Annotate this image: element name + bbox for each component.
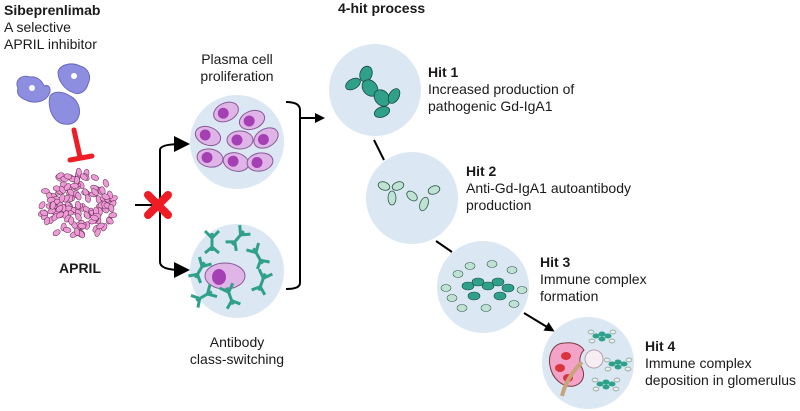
antibody-icon — [219, 282, 241, 310]
antibody-icon — [190, 284, 218, 308]
hit-3-line1: Immune complex — [540, 271, 647, 287]
drug-name: Sibeprenlimab — [4, 2, 101, 18]
hit-2-line2: production — [466, 197, 532, 213]
class-switching-circle — [188, 224, 284, 318]
hit-2-line1: Anti-Gd-IgA1 autoantibody — [466, 180, 631, 196]
hit-3-line2: formation — [540, 288, 599, 304]
plasma-cell-icon — [253, 127, 279, 149]
drug-description-line1: A selective — [4, 19, 71, 35]
plasma-cell-icon — [213, 101, 239, 123]
immune-complex-icon — [440, 260, 528, 312]
april-protein-icon — [37, 167, 118, 239]
inhibition-icon — [67, 127, 95, 163]
antibody-icon — [251, 268, 273, 296]
drug-description-line2: APRIL inhibitor — [4, 36, 97, 52]
autoantibody-icon — [377, 181, 441, 212]
hit-4-line1: Immune complex — [645, 355, 752, 371]
plasma-cell-label-line1: Plasma cell — [201, 51, 273, 67]
hit-4-line2: deposition in glomerulus — [645, 372, 796, 388]
plasma-cell-icon — [226, 130, 254, 150]
class-switching-label-line2: class-switching — [189, 351, 285, 367]
hit-1-line2: pathogenic Gd-IgA1 — [428, 98, 553, 114]
hit-1-title: Hit 1 — [428, 64, 459, 80]
sibeprenlimab-antibody-icon — [16, 63, 91, 125]
merge-bracket — [285, 101, 325, 290]
gd-iga1-icon — [345, 65, 401, 118]
antibody-icon — [203, 229, 221, 255]
process-title: 4-hit process — [338, 0, 426, 16]
hit-2-title: Hit 2 — [466, 163, 497, 179]
kidney-glomerulus-icon — [549, 329, 633, 397]
antibody-icon — [225, 224, 251, 252]
plasma-cell-icon — [238, 109, 266, 131]
hit-3-title: Hit 3 — [540, 254, 571, 270]
connector-3-4 — [523, 312, 555, 332]
connector-2-3 — [435, 240, 453, 253]
plasma-cell-icon — [246, 152, 274, 172]
blocked-x-icon — [144, 191, 172, 219]
class-switching-label-line1: Antibody — [209, 334, 265, 350]
antibody-icon — [188, 256, 212, 284]
plasma-cell-icon — [194, 125, 222, 147]
plasma-cell-label-line2: proliferation — [200, 68, 274, 84]
plasma-cell-circle — [190, 95, 284, 189]
hit-4-title: Hit 4 — [645, 338, 676, 354]
hit-1-line1: Increased production of — [428, 81, 575, 97]
antibody-icon — [246, 242, 270, 270]
april-label: APRIL — [59, 260, 101, 276]
connector-1-2 — [373, 139, 385, 161]
plasma-cell-icon — [196, 148, 224, 168]
